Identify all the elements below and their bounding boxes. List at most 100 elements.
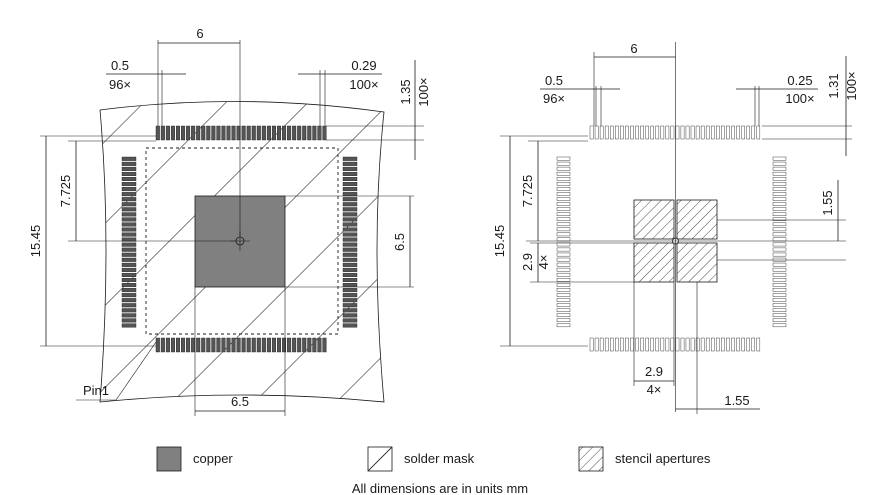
copper-pad (181, 337, 186, 353)
stencil-pad (610, 337, 614, 352)
stencil-pad (741, 125, 745, 140)
copper-pad (121, 171, 137, 176)
stencil-pad (620, 125, 624, 140)
copper-pad (121, 192, 137, 197)
copper-pad (342, 182, 358, 187)
copper-pad (241, 125, 246, 141)
right-pad-length-label: 1.31 (826, 73, 841, 98)
stencil-pad (772, 202, 787, 206)
left-pad-width-label: 0.29 (351, 58, 376, 73)
stencil-pad (772, 156, 787, 161)
stencil-pad (700, 125, 705, 140)
copper-pad (342, 207, 358, 212)
copper-pad (342, 252, 358, 257)
copper-pad (342, 212, 358, 217)
copper-pad (196, 125, 201, 141)
copper-pad (175, 337, 180, 353)
stencil-pad (556, 207, 571, 211)
copper-pad (322, 337, 327, 353)
stencil-pad (604, 337, 609, 352)
stencil-pad (556, 166, 571, 171)
stencil-pad (645, 125, 649, 140)
left-half-span-label: 7.725 (58, 175, 73, 208)
copper-pad (206, 337, 211, 353)
copper-pad (292, 337, 297, 353)
copper-pad (312, 337, 317, 353)
copper-pad (266, 125, 271, 141)
stencil-pad (556, 267, 571, 272)
stencil-pad (556, 303, 571, 307)
stencil-pad (772, 166, 787, 171)
stencil-pad (556, 308, 571, 312)
stencil-pad (640, 125, 644, 140)
copper-pad (342, 197, 358, 202)
copper-pad (277, 337, 282, 353)
copper-pad (165, 337, 170, 353)
copper-pad (342, 187, 358, 192)
left-left-pad-column (121, 156, 137, 328)
copper-pad (256, 125, 261, 141)
stencil-pad (721, 125, 725, 140)
stencil-pad (556, 192, 571, 196)
copper-pad (121, 308, 137, 313)
copper-pad (231, 125, 236, 141)
stencil-pad (726, 125, 730, 140)
left-full-span-label: 15.45 (28, 225, 43, 258)
copper-pad (160, 125, 165, 141)
stencil-pad (556, 171, 571, 176)
stencil-pad (670, 125, 675, 140)
left-ep-height-label: 6.5 (392, 233, 407, 251)
stencil-pad (615, 337, 619, 352)
copper-pad (221, 337, 226, 353)
left-pad-width-count: 100× (349, 77, 378, 92)
right-pad-length-count: 100× (844, 71, 859, 100)
copper-pad (175, 125, 180, 141)
copper-pad (121, 217, 137, 222)
right-right-pad-column (772, 156, 787, 328)
stencil-pad (772, 288, 787, 292)
copper-pad (307, 125, 312, 141)
stencil-pad (625, 337, 629, 352)
copper-pad (236, 337, 241, 353)
stencil-pad (736, 337, 740, 352)
copper-pad (246, 337, 251, 353)
stencil-pad (675, 337, 680, 352)
copper-pad (342, 217, 358, 222)
stencil-pad (615, 125, 619, 140)
right-aperture-size-h-label: 2.9 (645, 364, 663, 379)
copper-pad (342, 242, 358, 247)
stencil-pad (556, 161, 571, 166)
copper-pad (121, 227, 137, 232)
stencil-pad (655, 337, 660, 352)
copper-pad (165, 125, 170, 141)
copper-pad (201, 337, 206, 353)
left-top-pad-row (155, 125, 327, 141)
left-ep-width-label: 6.5 (231, 394, 249, 409)
copper-pad (342, 237, 358, 242)
copper-pad (121, 232, 137, 237)
stencil-pad (556, 156, 571, 161)
stencil-pad (556, 262, 571, 267)
stencil-pad (731, 337, 735, 352)
legend: copper solder mask stencil apertures (156, 446, 711, 472)
stencil-pad (556, 252, 571, 257)
copper-pad (342, 278, 358, 283)
copper-pad (121, 212, 137, 217)
stencil-pad (670, 337, 675, 352)
right-aperture-count-v: 4× (536, 255, 551, 270)
stencil-pad (772, 161, 787, 166)
stencil-pad (620, 337, 624, 352)
stencil-pad (556, 313, 571, 317)
stencil-pad (650, 125, 654, 140)
stencil-pad (556, 247, 571, 252)
stencil-pad (772, 308, 787, 312)
copper-pad (211, 125, 216, 141)
stencil-pad (751, 337, 755, 352)
copper-pad (121, 237, 137, 242)
stencil-pad (772, 237, 787, 242)
stencil-pad (635, 125, 639, 140)
copper-pad (342, 267, 358, 272)
copper-pad (121, 293, 137, 298)
stencil-pad (695, 125, 700, 140)
copper-pad (271, 125, 276, 141)
